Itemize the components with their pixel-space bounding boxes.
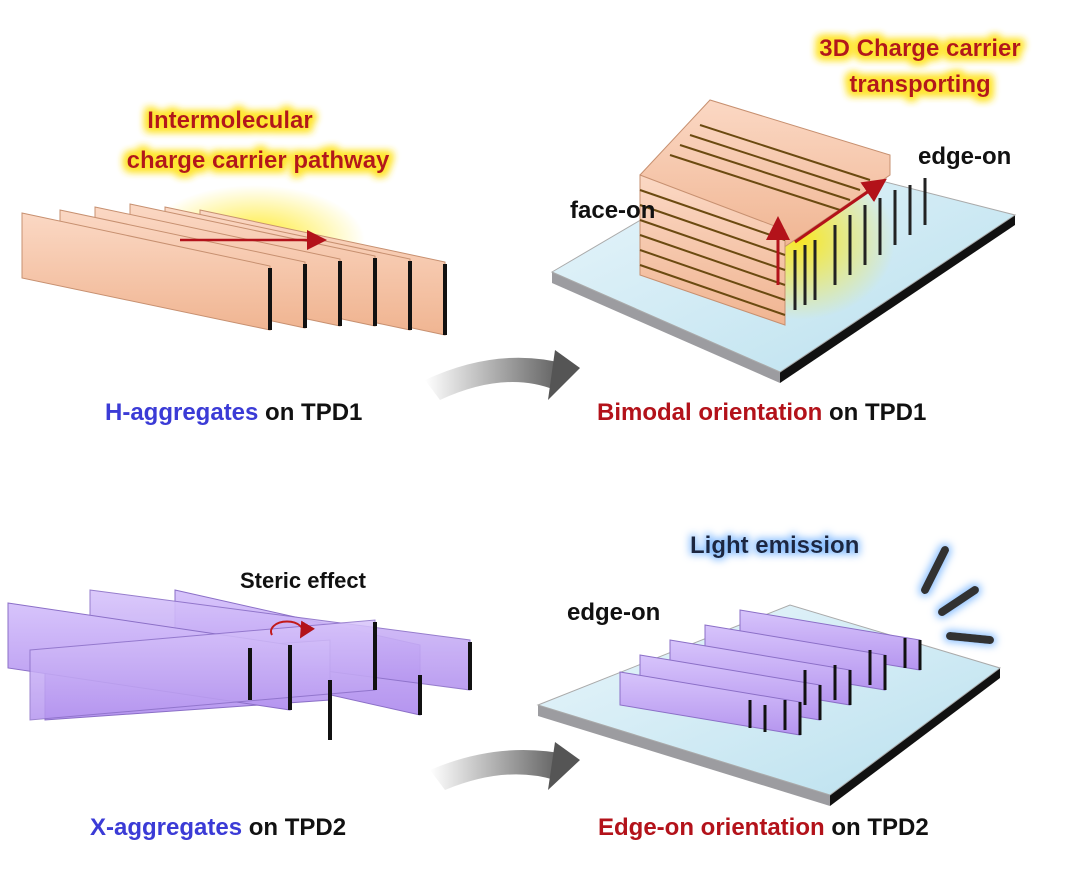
label-steric-effect: Steric effect: [240, 568, 367, 593]
title-light-emission: Light emission: [690, 532, 859, 559]
transition-arrow-top: [425, 357, 570, 400]
edge-on-stack: [619, 609, 922, 736]
x-aggregate-stack: [7, 589, 472, 740]
label-edge-on: edge-on: [918, 143, 1011, 170]
label-edge-on: edge-on: [567, 599, 660, 626]
transition-arrow-head: [548, 742, 580, 790]
substrate-edge: [830, 668, 1000, 806]
caption-highlight: X-aggregates: [90, 814, 242, 841]
label-face-on: face-on: [570, 197, 655, 224]
caption-highlight: H-aggregates: [105, 399, 258, 426]
substrate-side: [552, 272, 780, 383]
caption-rest: on TPD2: [242, 814, 346, 841]
substrate-side: [538, 705, 830, 806]
h-aggregates-panel: Intermolecular charge carrier pathway H-…: [21, 107, 447, 426]
bimodal-panel: 3D Charge carrier transporting edge-on f…: [550, 35, 1021, 426]
caption-highlight: Edge-on orientation: [598, 814, 825, 841]
caption-rest: on TPD2: [825, 814, 929, 841]
transition-arrow-head: [548, 350, 580, 400]
h-aggregate-stack: [21, 203, 447, 336]
title-pathway: charge carrier pathway: [127, 147, 390, 174]
transition-arrow-bottom: [430, 750, 570, 790]
caption-h-aggregates: H-aggregates on TPD1: [105, 399, 362, 426]
lateral-transport-arrow: [794, 178, 887, 244]
caption-highlight: Bimodal orientation: [597, 399, 822, 426]
caption-rest: on TPD1: [258, 399, 362, 426]
caption-x-aggregates: X-aggregates on TPD2: [90, 814, 346, 841]
x-aggregates-panel: Steric effect X-aggregates on TPD2: [7, 568, 472, 841]
caption-edge-on: Edge-on orientation on TPD2: [598, 814, 929, 841]
caption-rest: on TPD1: [822, 399, 926, 426]
face-on-stack: [639, 99, 927, 326]
caption-bimodal: Bimodal orientation on TPD1: [597, 399, 926, 426]
edge-on-panel: Light emission edge-on Edge-on orientati…: [536, 532, 1002, 841]
light-emission-rays: [921, 546, 994, 644]
title-intermolecular: Intermolecular: [147, 107, 312, 134]
rotation-arrow: [270, 620, 315, 639]
title-transporting: transporting: [849, 71, 990, 98]
title-3d-charge: 3D Charge carrier: [819, 35, 1020, 62]
substrate-edge: [780, 215, 1015, 383]
